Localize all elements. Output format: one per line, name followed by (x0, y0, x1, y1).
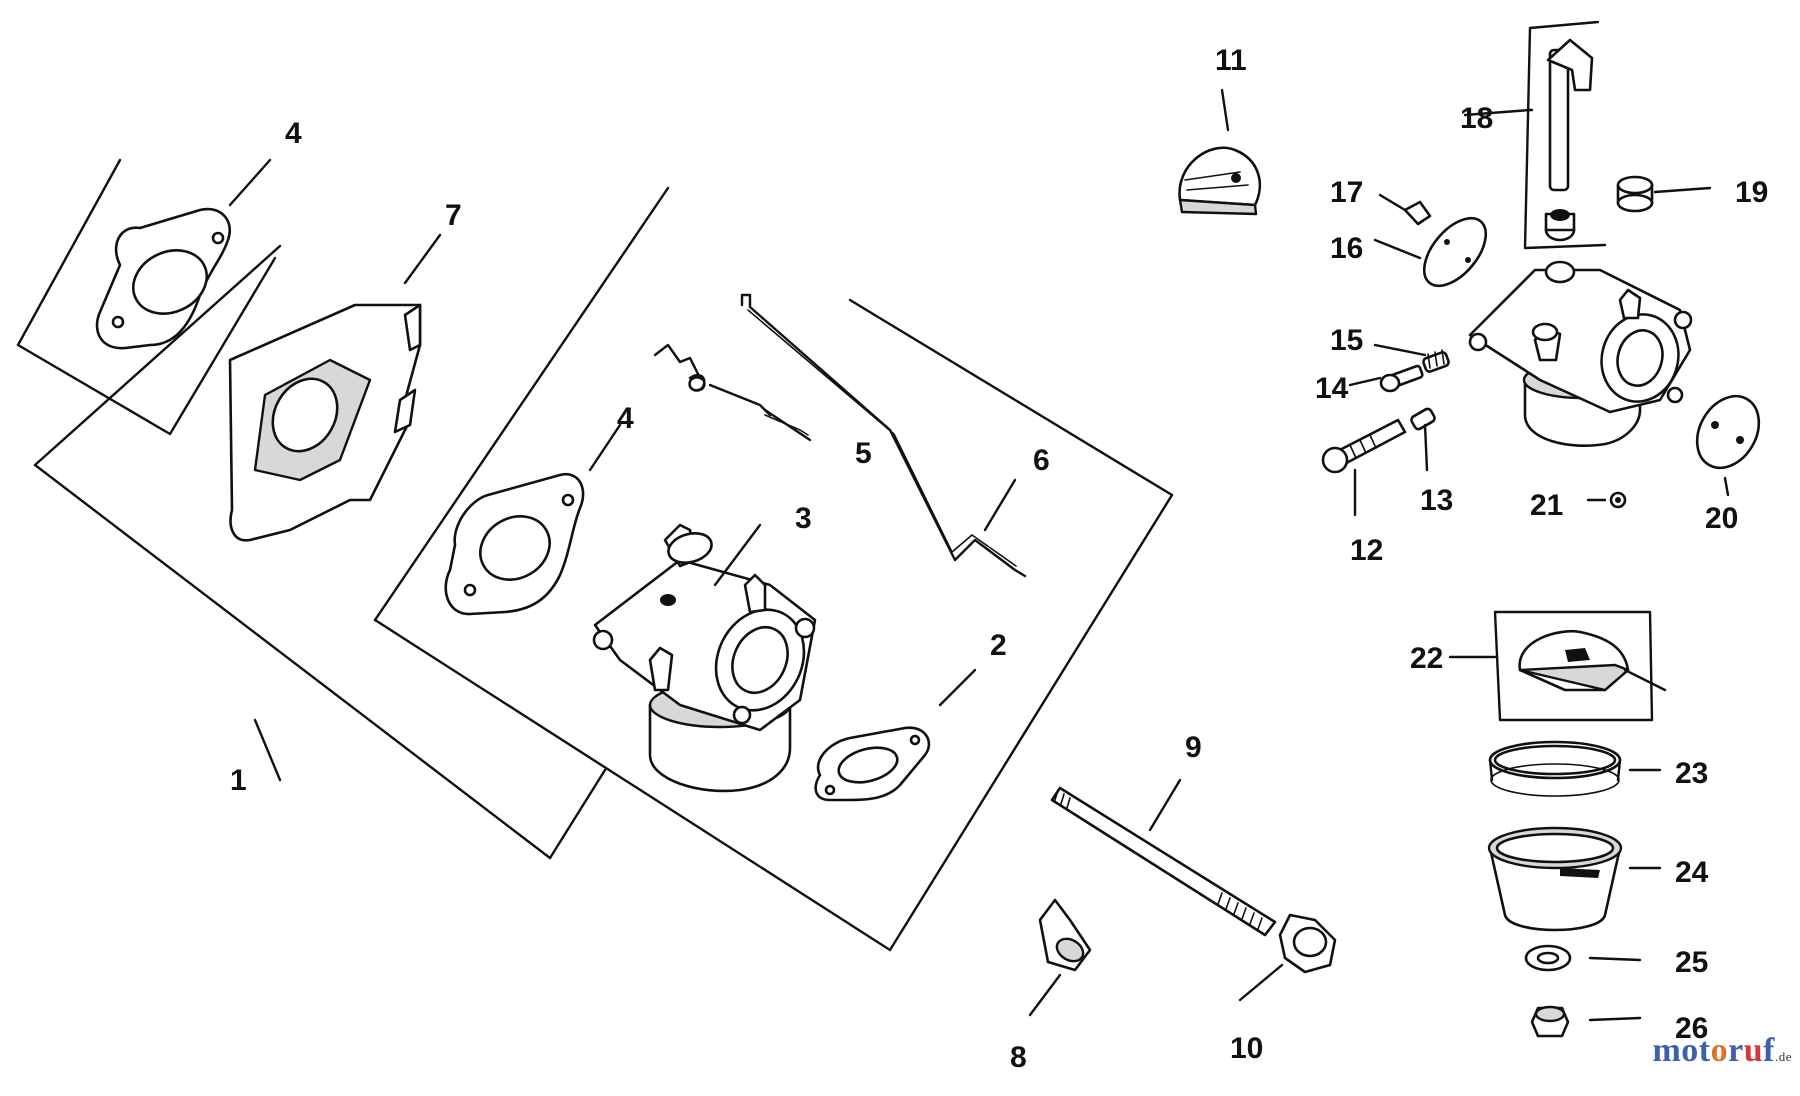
gasket-small (814, 726, 931, 802)
gasket-left (95, 207, 231, 350)
leader-lines (228, 88, 1730, 1022)
callout-numbers: 1 2 3 4 4 5 6 7 8 9 10 11 12 13 14 15 16… (230, 44, 1768, 1074)
callout-26: 26 (1675, 1012, 1708, 1045)
watermark-text-mot: mot (1652, 1032, 1711, 1069)
callout-5: 5 (855, 437, 872, 470)
callout-20: 20 (1705, 502, 1738, 535)
idle-mixture-screw (1379, 364, 1424, 393)
callout-24: 24 (1675, 856, 1709, 889)
carburetor-detail-body (1468, 260, 1693, 447)
callout-12: 12 (1350, 534, 1383, 567)
callout-10: 10 (1230, 1032, 1263, 1065)
float (1518, 629, 1667, 692)
callout-2: 2 (990, 629, 1007, 662)
stud-thread-left (1054, 789, 1071, 809)
carburetor-body (592, 523, 817, 793)
watermark-text-r: r (1728, 1032, 1744, 1069)
bowl-washer (1524, 944, 1572, 972)
callout-6: 6 (1033, 444, 1050, 477)
main-jet-spring (1410, 407, 1436, 431)
callout-19: 19 (1735, 176, 1768, 209)
callout-13: 13 (1420, 484, 1453, 517)
idle-spring (1422, 349, 1450, 373)
choke-plate (1695, 394, 1761, 470)
flange-nut (1278, 913, 1337, 974)
main-jet-screw (1321, 418, 1407, 474)
callout-15: 15 (1330, 324, 1363, 357)
insulator-plate (228, 303, 422, 542)
welch-plug (1178, 146, 1262, 216)
float-22-frame (1493, 610, 1654, 722)
watermark-logo: motoruf.de (1652, 1032, 1792, 1070)
carburetor-frame (373, 186, 1174, 952)
assembly-1-bracket (33, 244, 607, 860)
idle-plug (1616, 175, 1654, 213)
callout-25: 25 (1675, 946, 1708, 979)
watermark-text-f: f (1763, 1032, 1775, 1069)
callout-1: 1 (230, 764, 247, 797)
callout-4b: 4 (617, 402, 634, 435)
callout-7: 7 (445, 199, 462, 232)
bowl-nut (1530, 1005, 1570, 1038)
watermark-text-tld: .de (1774, 1049, 1792, 1064)
callout-11: 11 (1215, 44, 1247, 77)
throttle-screw (1403, 200, 1432, 226)
callout-21: 21 (1530, 489, 1563, 522)
gasket-4-frame (16, 158, 277, 436)
callout-17: 17 (1330, 176, 1363, 209)
callout-4a: 4 (285, 117, 302, 150)
bowl-gasket (1488, 740, 1622, 797)
watermark-text-o: o (1710, 1032, 1729, 1069)
callout-22: 22 (1410, 642, 1443, 675)
float-bowl (1487, 826, 1623, 932)
mounting-stud (1050, 786, 1277, 937)
check-ball (1609, 491, 1627, 509)
callout-8: 8 (1010, 1041, 1027, 1074)
callout-14: 14 (1315, 372, 1349, 405)
stud-thread-right (1217, 892, 1263, 930)
fuel-line-clip (1038, 898, 1092, 972)
callout-3: 3 (795, 502, 812, 535)
throttle-shaft (1544, 38, 1594, 242)
governor-link (740, 293, 1027, 578)
callout-18: 18 (1460, 102, 1493, 135)
watermark-text-u: u (1743, 1032, 1764, 1069)
gasket-mid (444, 472, 585, 616)
callout-9: 9 (1185, 731, 1202, 764)
callout-16: 16 (1330, 232, 1363, 265)
callout-23: 23 (1675, 757, 1708, 790)
throttle-spring (653, 343, 809, 436)
throttle-plate (1422, 216, 1488, 288)
